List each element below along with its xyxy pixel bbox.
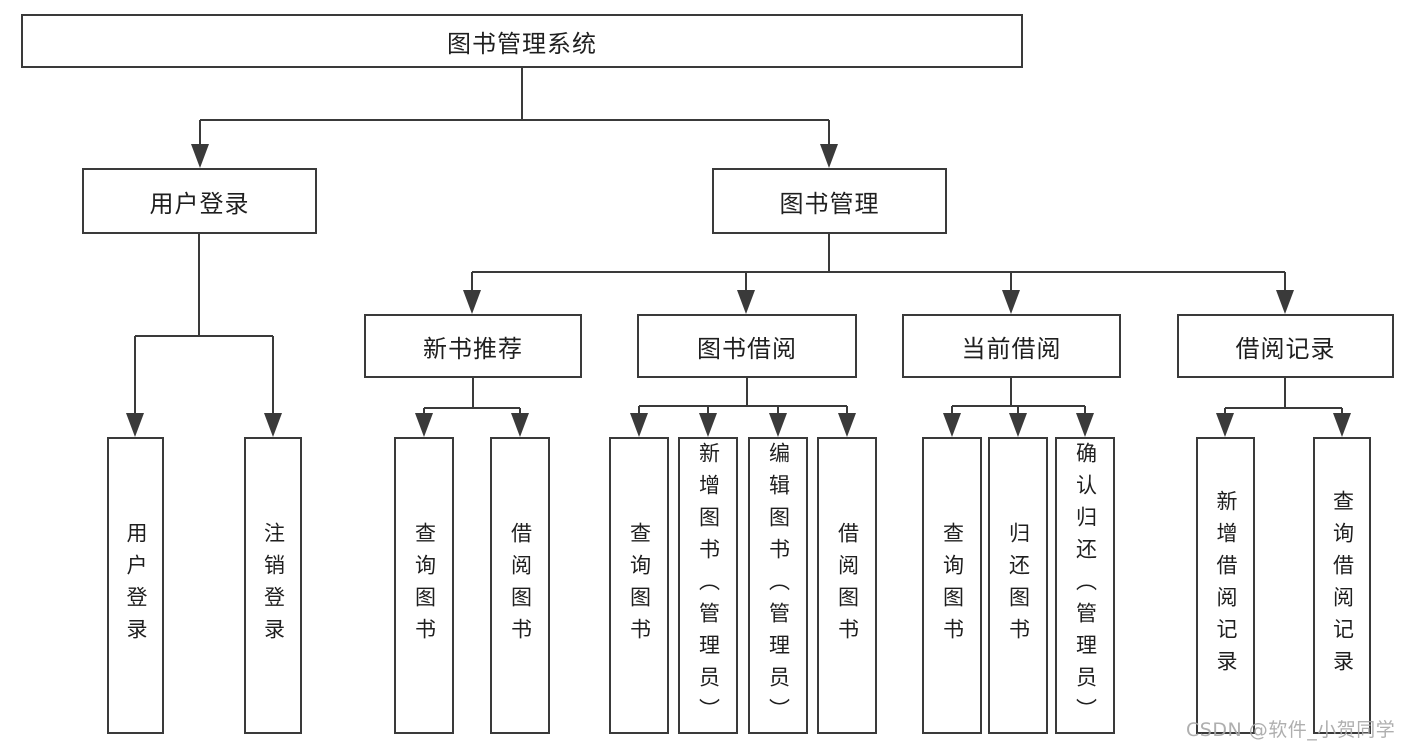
arrow-down-icon <box>1276 290 1294 314</box>
leaf-label: 用户登录 <box>124 521 148 650</box>
connector-book-management <box>471 234 1286 295</box>
node-book-borrowing: 图书借阅 <box>637 314 857 378</box>
arrow-down-icon <box>699 413 717 437</box>
node-user-login: 用户登录 <box>82 168 317 234</box>
leaf-query-books-2: 查询图书 <box>609 437 669 734</box>
arrow-down-icon <box>264 413 282 437</box>
node-current-borrowing: 当前借阅 <box>902 314 1121 378</box>
leaf-label: 查询借阅记录 <box>1330 489 1355 682</box>
arrow-down-icon <box>191 144 209 168</box>
leaf-query-books-3: 查询图书 <box>922 437 982 734</box>
node-borrowing-records: 借阅记录 <box>1177 314 1394 378</box>
arrow-down-icon <box>1216 413 1234 437</box>
leaf-logout: 注销登录 <box>244 437 302 734</box>
connector-new-book-recommend <box>423 378 521 420</box>
leaf-user-login: 用户登录 <box>107 437 164 734</box>
leaf-label: 新增借阅记录 <box>1214 489 1238 682</box>
arrow-down-icon <box>126 413 144 437</box>
arrow-down-icon <box>737 290 755 314</box>
leaf-label: 查询图书 <box>940 521 965 650</box>
node-library-system: 图书管理系统 <box>21 14 1023 68</box>
arrow-down-icon <box>511 413 529 437</box>
leaf-label: 新增图书（管理员） <box>696 441 721 730</box>
leaf-query-borrow-record: 查询借阅记录 <box>1313 437 1371 734</box>
arrow-down-icon <box>1009 413 1027 437</box>
arrow-down-icon <box>463 290 481 314</box>
arrow-down-icon <box>838 413 856 437</box>
connector-root <box>199 68 830 150</box>
arrow-down-icon <box>1002 290 1020 314</box>
arrow-down-icon <box>769 413 787 437</box>
leaf-label: 查询图书 <box>412 521 437 650</box>
leaf-label: 编辑图书（管理员） <box>766 441 791 730</box>
arrow-down-icon <box>943 413 961 437</box>
leaf-label: 查询图书 <box>627 521 652 650</box>
leaf-add-borrow-record: 新增借阅记录 <box>1196 437 1255 734</box>
csdn-watermark: CSDN @软件_小贺同学 <box>1186 719 1396 741</box>
arrow-down-icon <box>820 144 838 168</box>
leaf-label: 借阅图书 <box>835 521 860 650</box>
leaf-confirm-return-admin: 确认归还（管理员） <box>1055 437 1115 734</box>
leaf-edit-book-admin: 编辑图书（管理员） <box>748 437 808 734</box>
node-book-management: 图书管理 <box>712 168 947 234</box>
arrow-down-icon <box>415 413 433 437</box>
leaf-add-book-admin: 新增图书（管理员） <box>678 437 738 734</box>
leaf-borrow-books-1: 借阅图书 <box>490 437 550 734</box>
connector-borrowing-records <box>1224 378 1343 420</box>
arrow-down-icon <box>630 413 648 437</box>
leaf-label: 借阅图书 <box>508 521 533 650</box>
leaf-return-books: 归还图书 <box>988 437 1048 734</box>
leaf-label: 注销登录 <box>261 521 286 650</box>
leaf-query-books-1: 查询图书 <box>394 437 454 734</box>
arrow-down-icon <box>1333 413 1351 437</box>
node-new-book-recommend: 新书推荐 <box>364 314 582 378</box>
leaf-label: 确认归还（管理员） <box>1073 441 1098 730</box>
connector-user-login <box>134 233 274 420</box>
leaf-borrow-books-2: 借阅图书 <box>817 437 877 734</box>
connector-book-borrowing <box>638 378 848 420</box>
leaf-label: 归还图书 <box>1006 521 1031 650</box>
arrow-down-icon <box>1076 413 1094 437</box>
